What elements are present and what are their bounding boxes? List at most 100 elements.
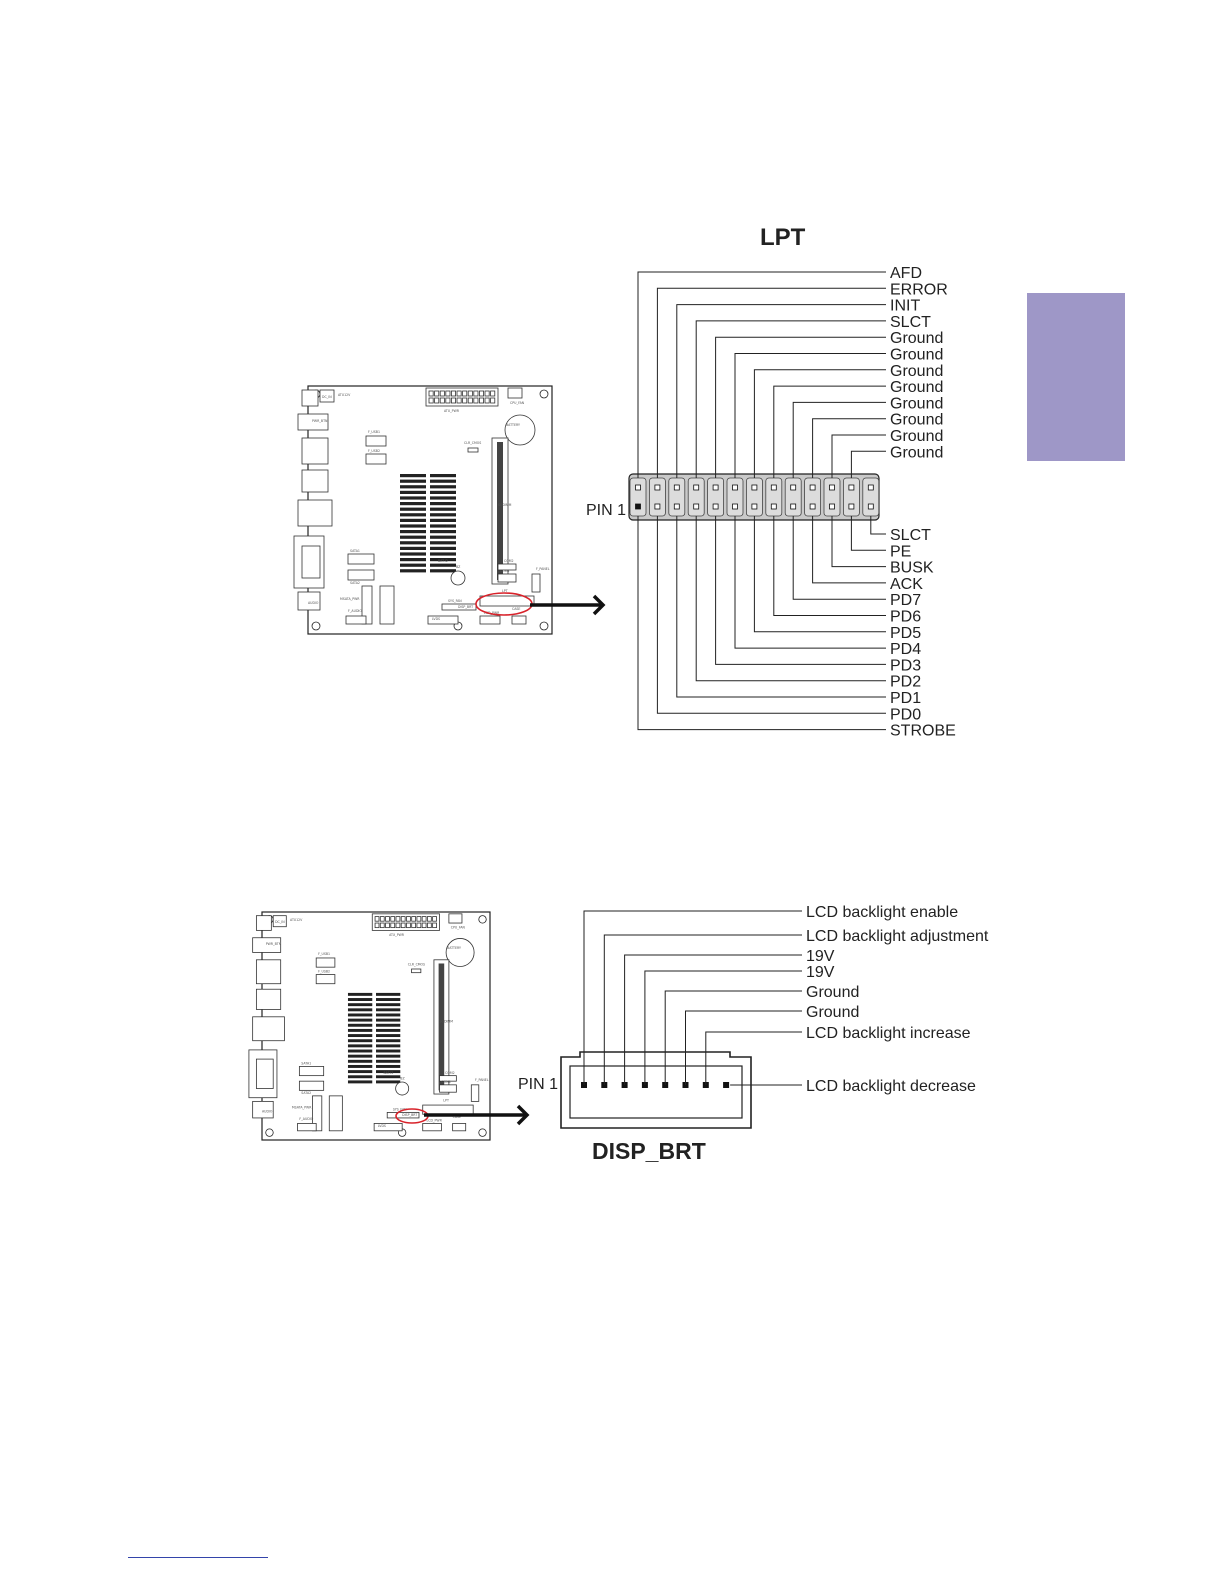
lpt-board-label: F_USB1 [368, 430, 380, 434]
footer-rule [128, 1557, 268, 1558]
lpt-board-label: CPU_FAN [510, 401, 525, 405]
lpt-board-label: LPT [502, 589, 508, 593]
lpt-top-lead [792, 401, 886, 478]
lpt-pin-slot [687, 477, 705, 517]
disp-pin [723, 1082, 730, 1088]
disp-pin-label: LCD backlight decrease [806, 1078, 976, 1095]
disp-board-label: CPU_FAN [451, 926, 466, 930]
disp-board-label: DISP_BRT [402, 1113, 417, 1117]
disp-board-label: SODIMM [440, 1019, 454, 1023]
lpt-board-label: ATX12V [338, 393, 351, 397]
disp-mount-hole [478, 915, 487, 924]
lpt-top-lead [676, 304, 886, 478]
lpt-bottom-pin-label: PD1 [890, 690, 921, 707]
lpt-top-pin-label: INIT [890, 298, 920, 315]
lpt-top-pin-label: Ground [890, 330, 943, 347]
lpt-pin-slot [668, 477, 686, 517]
lpt-board-label: SATA2 [350, 581, 360, 585]
lpt-pin-bottom [673, 503, 680, 510]
lpt-bottom-pin-label: ACK [890, 576, 923, 593]
lpt-top-pin-label: Ground [890, 395, 943, 412]
disp-lead [603, 934, 802, 1085]
disp-board-label: F_PANEL [475, 1078, 489, 1082]
disp-pin-label: 19V [806, 948, 835, 965]
lpt-board-label: LCD_PWR [484, 611, 500, 615]
disp-pin-label: LCD backlight increase [806, 1025, 971, 1042]
disp-board-label: AUDIO [262, 1109, 273, 1113]
lpt-connector [628, 473, 880, 521]
lpt-board-label: DISP_BRT [458, 605, 473, 609]
lpt-bottom-lead [831, 516, 886, 568]
lpt-pin-slot [765, 477, 783, 517]
lpt-top-pin-label: Ground [890, 444, 943, 461]
disp-connector [560, 1051, 752, 1129]
lpt-pin-slot [784, 477, 802, 517]
lpt-pin-top [635, 484, 641, 491]
disp-board-label: BZ [400, 1076, 405, 1080]
lpt-pin-bottom [790, 503, 797, 510]
lpt-board-label: ATX_PWR [444, 409, 460, 413]
lpt-board-label: COM2 [504, 559, 514, 563]
lpt-mount-hole [539, 389, 549, 399]
lpt-pin-slot [862, 477, 880, 517]
lpt-pin-top [848, 484, 855, 491]
disp-board-label: ATX_PWR [389, 933, 405, 937]
lpt-pin-top [790, 484, 797, 491]
disp-mount-hole [265, 1128, 274, 1137]
lpt-top-lead [753, 369, 886, 478]
disp-board-label: PWR_BTN [266, 942, 282, 946]
lpt-pin-top [867, 484, 874, 491]
disp-board-label: F_USB1 [318, 952, 330, 956]
lpt-pin-bottom [829, 503, 835, 510]
lpt-bottom-pin-label: PD5 [890, 625, 921, 642]
lpt-board-label: BATTERY [506, 423, 520, 427]
lpt-bottom-lead [715, 516, 886, 665]
disp-board-label: SYS_FAN [393, 1108, 407, 1112]
disp-lead [705, 1031, 802, 1085]
disp-board-label: F_AUDIO [299, 1117, 313, 1121]
lpt-bottom-lead [773, 516, 886, 616]
lpt-top-lead [734, 353, 886, 478]
lpt-pin-slot [843, 477, 860, 517]
lpt-top-lead [850, 450, 886, 478]
lpt-pin-bottom [809, 503, 816, 510]
disp-mount-hole [478, 1128, 487, 1137]
lpt-board-label: MSATA_PWR [340, 597, 360, 601]
lpt-board-label: PWR_BTN [312, 419, 328, 423]
disp-lead [644, 970, 802, 1085]
lpt-pin-top [693, 484, 700, 491]
disp-board-label: LPT [443, 1098, 449, 1102]
lpt-pin-slot [629, 477, 647, 517]
lpt-pin-bottom [770, 503, 777, 510]
disp-board-label: ATX12V [290, 918, 303, 922]
lpt-bottom-pin-label: STROBE [890, 723, 956, 740]
disp-board-label: SATA1 [301, 1062, 311, 1066]
disp-board-label: CASE [453, 1115, 461, 1119]
disp-arrow-head [516, 1104, 530, 1126]
lpt-top-lead [715, 336, 886, 478]
lpt-pin-bottom [712, 503, 719, 510]
lpt-board-label: CASE [512, 607, 520, 611]
lpt-bottom-pin-label: PD4 [890, 641, 921, 658]
lpt-bottom-lead [792, 516, 886, 600]
lpt-top-pin-label: Ground [890, 379, 943, 396]
lpt-bottom-lead [637, 516, 886, 731]
lpt-bottom-pin-label: PD3 [890, 657, 921, 674]
disp-board-label: F_USB2 [318, 970, 330, 974]
disp-lead [583, 910, 802, 1085]
disp-board-label: BATTERY [447, 946, 461, 950]
lpt-pin-top [829, 484, 835, 491]
lpt-pin-top [654, 484, 661, 491]
lpt-pin-bottom [732, 503, 738, 510]
disp-lead [664, 990, 802, 1085]
lpt-arrow-head [592, 594, 606, 616]
disp-pin-label: LCD backlight enable [806, 904, 958, 921]
lpt-board-label: CLR_CMOS [464, 441, 481, 445]
lpt-top-lead [637, 271, 886, 478]
lpt-pin-top [673, 484, 680, 491]
lpt-bottom-pin-label: PD0 [890, 706, 921, 723]
lpt-board-label: DC_IN [322, 395, 332, 399]
lpt-pin-top [751, 484, 758, 491]
lpt-board-label: F_AUDIO [348, 609, 362, 613]
